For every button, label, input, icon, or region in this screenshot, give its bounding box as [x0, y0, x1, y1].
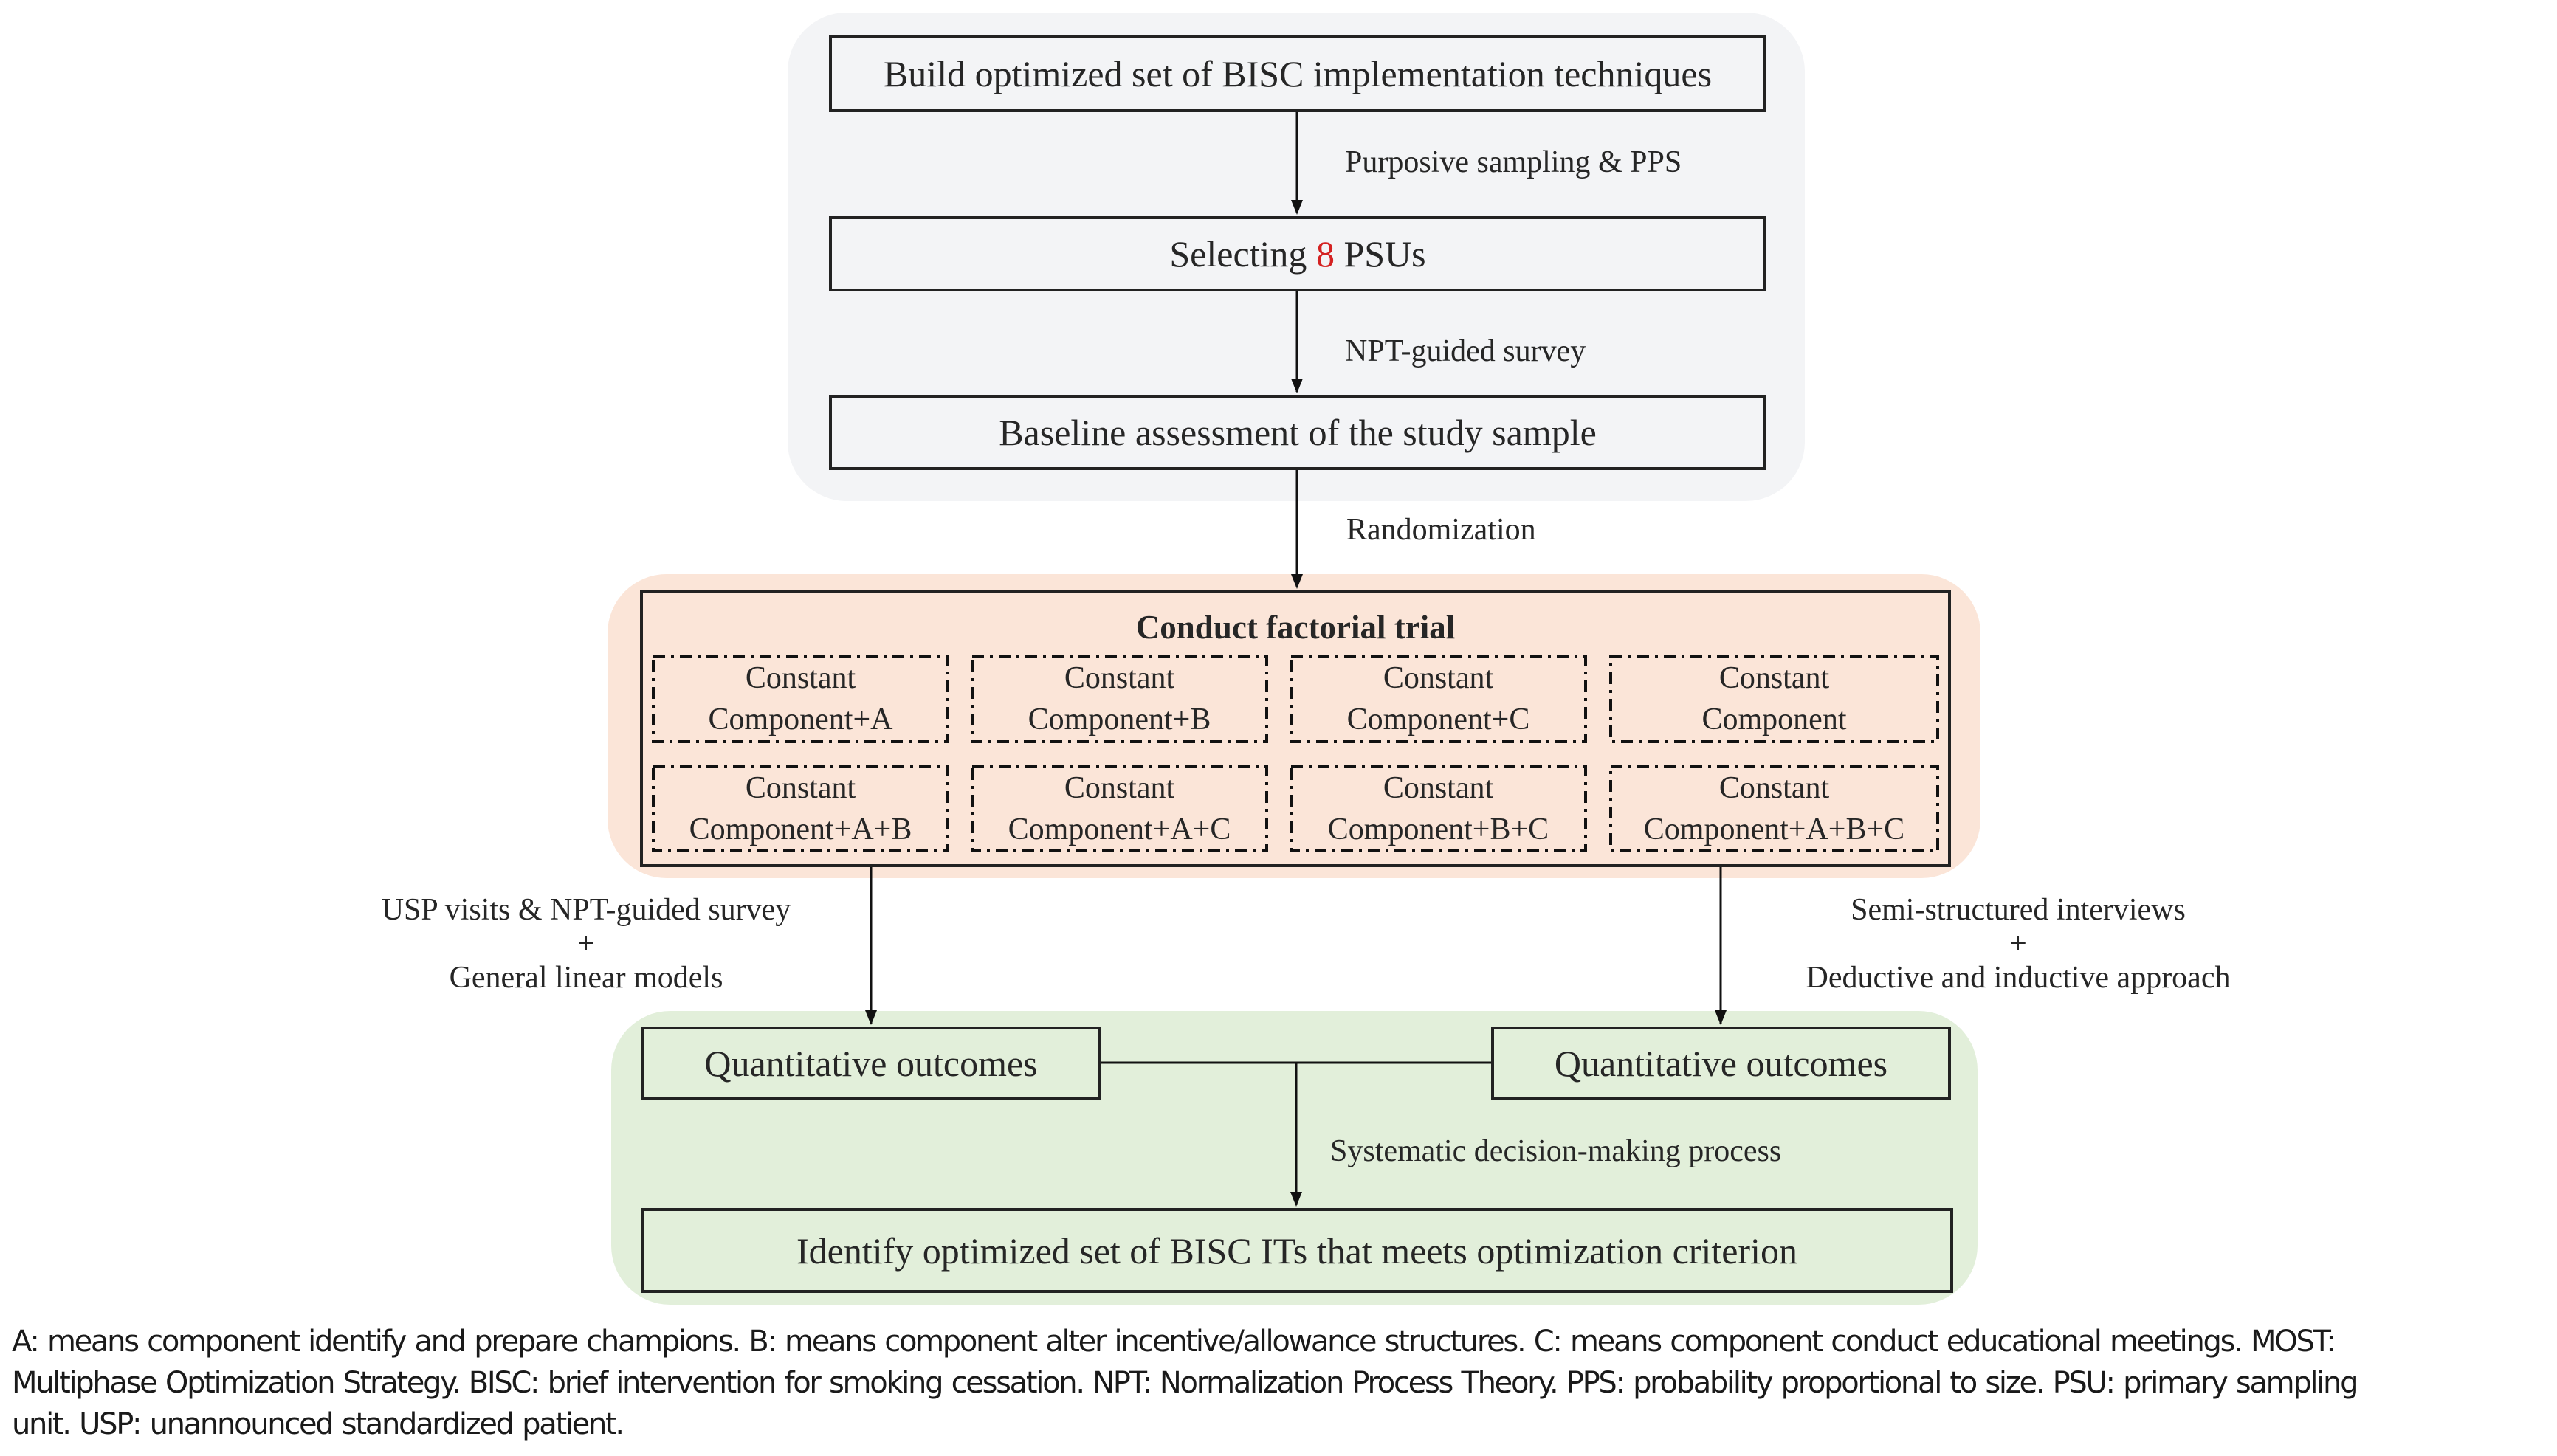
qual-method-line3: Deductive and inductive approach	[1806, 961, 2231, 995]
condition-line1: Constant	[1064, 771, 1175, 805]
build-techniques-text: Build optimized set of BISC implementati…	[883, 53, 1713, 94]
survey-arrow-label: NPT-guided survey	[1345, 334, 1586, 368]
baseline-assessment-box: Baseline assessment of the study sample	[829, 395, 1766, 470]
left-outcomes-text: Quantitative outcomes	[704, 1043, 1038, 1084]
build-techniques-box: Build optimized set of BISC implementati…	[829, 35, 1766, 112]
qualitative-methods-label: Semi-structured interviews + Deductive a…	[1760, 893, 2276, 995]
quant-method-plus: +	[577, 927, 595, 961]
qual-method-line1: Semi-structured interviews	[1851, 893, 2186, 927]
baseline-assessment-text: Baseline assessment of the study sample	[999, 412, 1597, 453]
condition-line2: Component+C	[1346, 703, 1530, 736]
caption-line-3: unit. USP: unannounced standardized pati…	[12, 1407, 624, 1441]
select-suffix: PSUs	[1334, 233, 1426, 275]
decision-process-label: Systematic decision-making process	[1330, 1134, 1782, 1168]
condition-line1: Constant	[1383, 771, 1494, 805]
select-psus-box: Selecting 8 PSUs	[829, 216, 1766, 291]
condition-line1: Constant	[1383, 661, 1494, 695]
condition-line1: Constant	[745, 771, 856, 805]
psu-count: 8	[1315, 233, 1335, 275]
dash-dot-border	[652, 765, 949, 852]
sampling-arrow-label: Purposive sampling & PPS	[1345, 145, 1682, 179]
factorial-trial-box: Conduct factorial trial	[640, 590, 1951, 867]
condition-line2: Component+A+B+C	[1643, 812, 1905, 846]
condition-line2: Component+B	[1028, 703, 1211, 736]
condition-line2: Component+A+C	[1008, 812, 1231, 846]
quant-method-line1: USP visits & NPT-guided survey	[381, 893, 791, 927]
caption-line-1: A: means component identify and prepare …	[12, 1325, 2336, 1359]
right-outcomes-box: Quantitative outcomes	[1491, 1027, 1951, 1100]
condition-line2: Component+B+C	[1327, 812, 1549, 846]
dash-dot-border	[1609, 765, 1939, 852]
condition-line2: Component+A	[708, 703, 893, 736]
left-outcomes-box: Quantitative outcomes	[641, 1027, 1101, 1100]
condition-line2: Component+A+B	[689, 812, 912, 846]
figure-caption: A: means component identify and prepare …	[12, 1321, 2551, 1445]
dash-dot-border	[652, 655, 949, 743]
dash-dot-border	[971, 765, 1268, 852]
dash-dot-border	[1609, 655, 1939, 743]
dash-dot-border	[971, 655, 1268, 743]
dash-dot-border	[1290, 765, 1587, 852]
quantitative-methods-label: USP visits & NPT-guided survey + General…	[365, 893, 808, 995]
condition-line2: Component	[1701, 703, 1847, 736]
dash-dot-border	[1290, 655, 1587, 743]
qual-method-plus: +	[2009, 927, 2027, 961]
right-outcomes-text: Quantitative outcomes	[1554, 1043, 1888, 1084]
condition-line1: Constant	[745, 661, 856, 695]
final-optimized-set-text: Identify optimized set of BISC ITs that …	[796, 1229, 1797, 1272]
randomization-arrow-label: Randomization	[1346, 513, 1536, 547]
quant-method-line3: General linear models	[449, 961, 723, 995]
condition-line1: Constant	[1718, 771, 1830, 805]
factorial-trial-title: Conduct factorial trial	[1135, 609, 1456, 646]
final-optimized-set-box: Identify optimized set of BISC ITs that …	[641, 1208, 1953, 1293]
select-prefix: Selecting	[1169, 233, 1316, 275]
select-psus-text: Selecting 8 PSUs	[1169, 232, 1425, 275]
condition-line1: Constant	[1718, 661, 1830, 695]
caption-line-2: Multiphase Optimization Strategy. BISC: …	[12, 1366, 2359, 1400]
condition-line1: Constant	[1064, 661, 1175, 695]
